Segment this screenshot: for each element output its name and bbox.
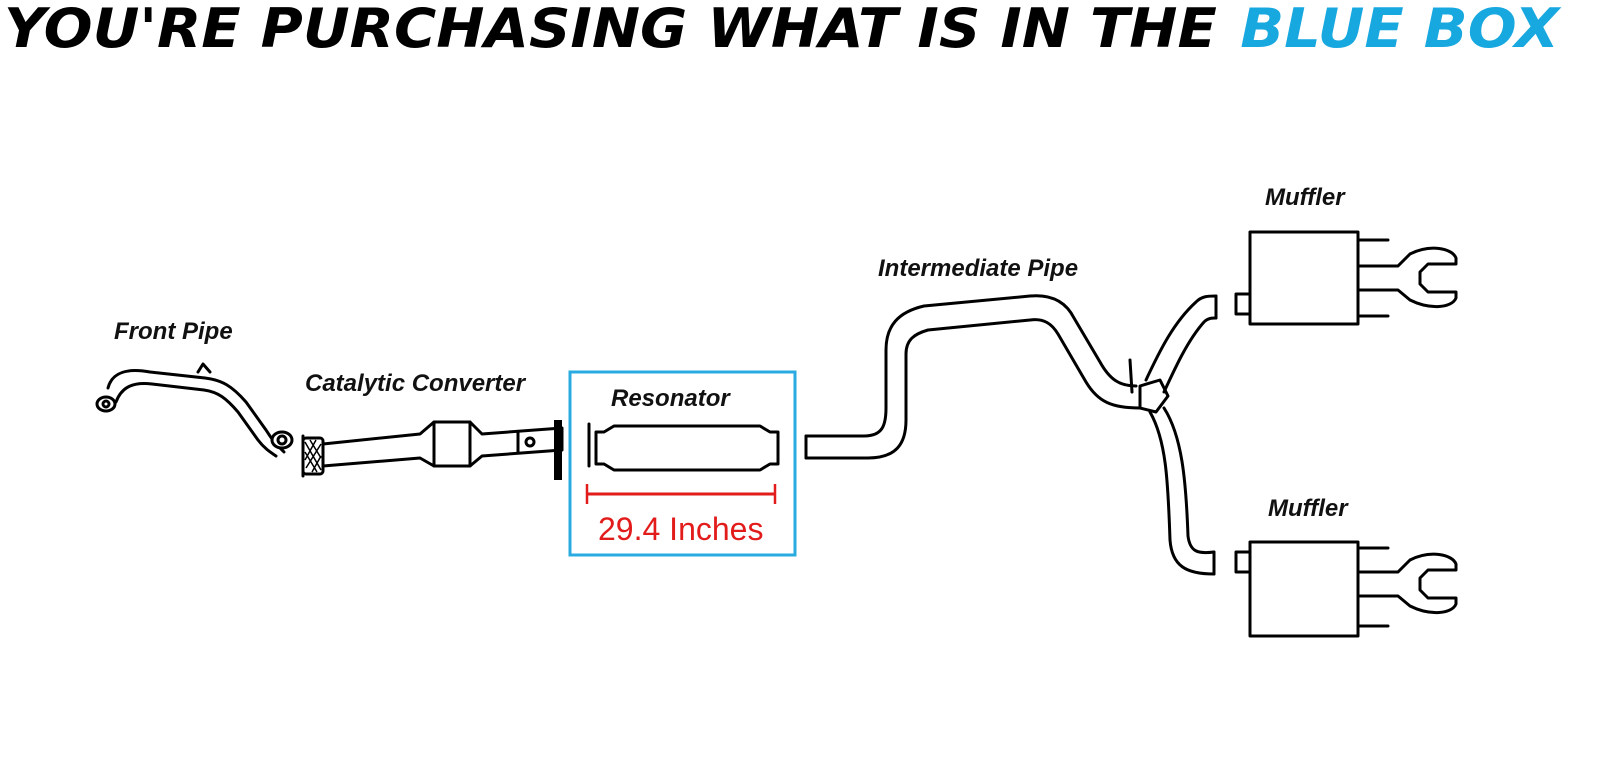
label-intermediate-pipe: Intermediate Pipe bbox=[878, 255, 1078, 282]
label-catalytic-converter: Catalytic Converter bbox=[305, 370, 527, 397]
label-muffler-top: Muffler bbox=[1265, 184, 1346, 211]
front-pipe-drawing bbox=[95, 362, 294, 458]
label-muffler-bottom: Muffler bbox=[1268, 495, 1349, 522]
svg-text:YOU'RE PURCHASING WHAT IS IN T: YOU'RE PURCHASING WHAT IS IN THE BLUE BOX bbox=[4, 0, 1562, 60]
measurement-label: 29.4 Inches bbox=[598, 511, 763, 547]
headline: YOU'RE PURCHASING WHAT IS IN THE BLUE BOX bbox=[0, 0, 1600, 60]
catalytic-converter-drawing bbox=[301, 420, 564, 480]
blue-box bbox=[568, 370, 797, 557]
label-resonator: Resonator bbox=[611, 385, 731, 412]
muffler-top-drawing bbox=[1234, 230, 1458, 326]
label-front-pipe: Front Pipe bbox=[114, 318, 233, 345]
headline-prefix: YOU'RE PURCHASING WHAT IS IN THE bbox=[4, 0, 1217, 60]
dimension-line bbox=[585, 484, 777, 504]
headline-highlight: BLUE BOX bbox=[1240, 0, 1561, 60]
intermediate-pipe-drawing bbox=[804, 294, 1218, 576]
resonator-drawing bbox=[587, 422, 780, 472]
muffler-bottom-drawing bbox=[1234, 540, 1458, 638]
